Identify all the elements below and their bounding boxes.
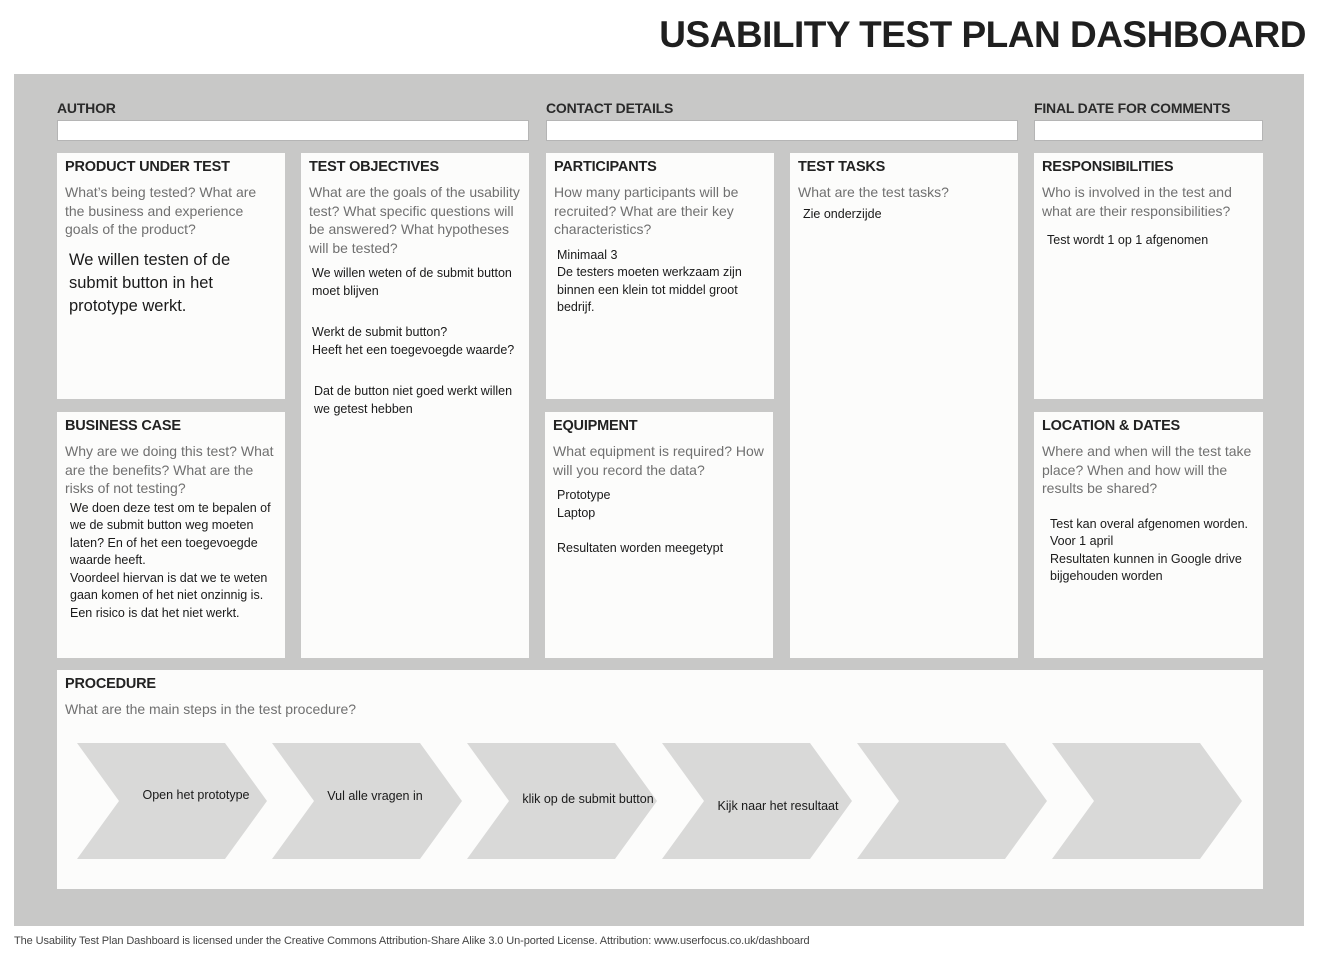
product-under-test-title: PRODUCT UNDER TEST	[65, 159, 230, 175]
author-label: AUTHOR	[57, 100, 116, 116]
location-dates-answer[interactable]: Test kan overal afgenomen worden. Voor 1…	[1050, 516, 1249, 584]
final-date-label: FINAL DATE FOR COMMENTS	[1034, 100, 1231, 116]
business-case-title: BUSINESS CASE	[65, 418, 181, 434]
test-objectives-panel: TEST OBJECTIVES What are the goals of th…	[301, 153, 529, 658]
license-footer: The Usability Test Plan Dashboard is lic…	[14, 935, 810, 947]
contact-details-label: CONTACT DETAILS	[546, 100, 674, 116]
chevron-arrow-icon	[77, 743, 267, 859]
test-objectives-answer-1[interactable]: We willen weten of de submit button moet…	[312, 266, 512, 298]
procedure-step-label: Kijk naar het resultaat	[717, 799, 839, 813]
chevron-arrow-icon	[857, 743, 1047, 859]
test-tasks-answer[interactable]: Zie onderzijde	[803, 206, 882, 221]
procedure-step-6[interactable]	[1052, 743, 1242, 859]
procedure-step-label: Vul alle vragen in	[327, 789, 423, 803]
chevron-arrow-icon	[1052, 743, 1242, 859]
participants-answer[interactable]: Minimaal 3 De testers moeten werkzaam zi…	[557, 247, 742, 315]
page-title: USABILITY TEST PLAN DASHBOARD	[659, 14, 1306, 55]
chevron-arrow-icon	[467, 743, 657, 859]
location-dates-panel: LOCATION & DATES Where and when will the…	[1034, 412, 1263, 658]
procedure-step-1[interactable]: Open het prototype	[77, 743, 267, 859]
responsibilities-answer[interactable]: Test wordt 1 op 1 afgenomen	[1047, 233, 1209, 247]
procedure-question: What are the main steps in the test proc…	[65, 701, 357, 717]
final-date-field[interactable]	[1034, 120, 1263, 141]
procedure-step-5[interactable]	[857, 743, 1047, 859]
author-field[interactable]	[57, 120, 529, 141]
equipment-title: EQUIPMENT	[553, 418, 638, 434]
equipment-question: What equipment is required? How will you…	[553, 443, 764, 478]
test-objectives-answer-3[interactable]: Dat de button niet goed werkt willen we …	[314, 384, 513, 416]
chevron-arrow-icon	[272, 743, 462, 859]
procedure-step-3[interactable]: klik op de submit button	[467, 743, 657, 859]
test-tasks-title: TEST TASKS	[798, 159, 886, 175]
participants-title: PARTICIPANTS	[554, 159, 657, 175]
location-dates-title: LOCATION & DATES	[1042, 418, 1181, 434]
chevron-arrow-icon	[662, 743, 852, 859]
responsibilities-panel: RESPONSIBILITIES Who is involved in the …	[1034, 153, 1263, 399]
test-objectives-title: TEST OBJECTIVES	[309, 159, 439, 175]
procedure-step-label: klik op de submit button	[522, 792, 654, 806]
business-case-question: Why are we doing this test? What are the…	[65, 443, 274, 496]
test-tasks-panel: TEST TASKS What are the test tasks? Zie …	[790, 153, 1018, 658]
responsibilities-title: RESPONSIBILITIES	[1042, 159, 1174, 175]
business-case-answer[interactable]: We doen deze test om te bepalen of we de…	[70, 500, 271, 620]
product-under-test-question: What’s being tested? What are the busine…	[65, 184, 257, 237]
procedure-step-4[interactable]: Kijk naar het resultaat	[662, 743, 852, 859]
contact-details-field[interactable]	[546, 120, 1018, 141]
business-case-panel: BUSINESS CASE Why are we doing this test…	[57, 412, 285, 658]
test-objectives-answer-2[interactable]: Werkt de submit button? Heeft het een to…	[312, 325, 515, 357]
procedure-step-2[interactable]: Vul alle vragen in	[272, 743, 462, 859]
responsibilities-question: Who is involved in the test and what are…	[1042, 184, 1232, 219]
equipment-panel: EQUIPMENT What equipment is required? Ho…	[545, 412, 773, 658]
product-under-test-answer[interactable]: We willen testen of de submit button in …	[69, 250, 231, 315]
test-objectives-question: What are the goals of the usability test…	[309, 184, 520, 256]
participants-panel: PARTICIPANTS How many participants will …	[546, 153, 774, 399]
procedure-step-label: Open het prototype	[142, 788, 250, 802]
product-under-test-panel: PRODUCT UNDER TEST What’s being tested? …	[57, 153, 285, 399]
participants-question: How many participants will be recruited?…	[554, 184, 739, 237]
equipment-answer[interactable]: Prototype Laptop Resultaten worden meege…	[557, 488, 724, 555]
procedure-title: PROCEDURE	[65, 676, 156, 692]
location-dates-question: Where and when will the test take place?…	[1042, 443, 1252, 496]
test-tasks-question: What are the test tasks?	[798, 184, 949, 200]
